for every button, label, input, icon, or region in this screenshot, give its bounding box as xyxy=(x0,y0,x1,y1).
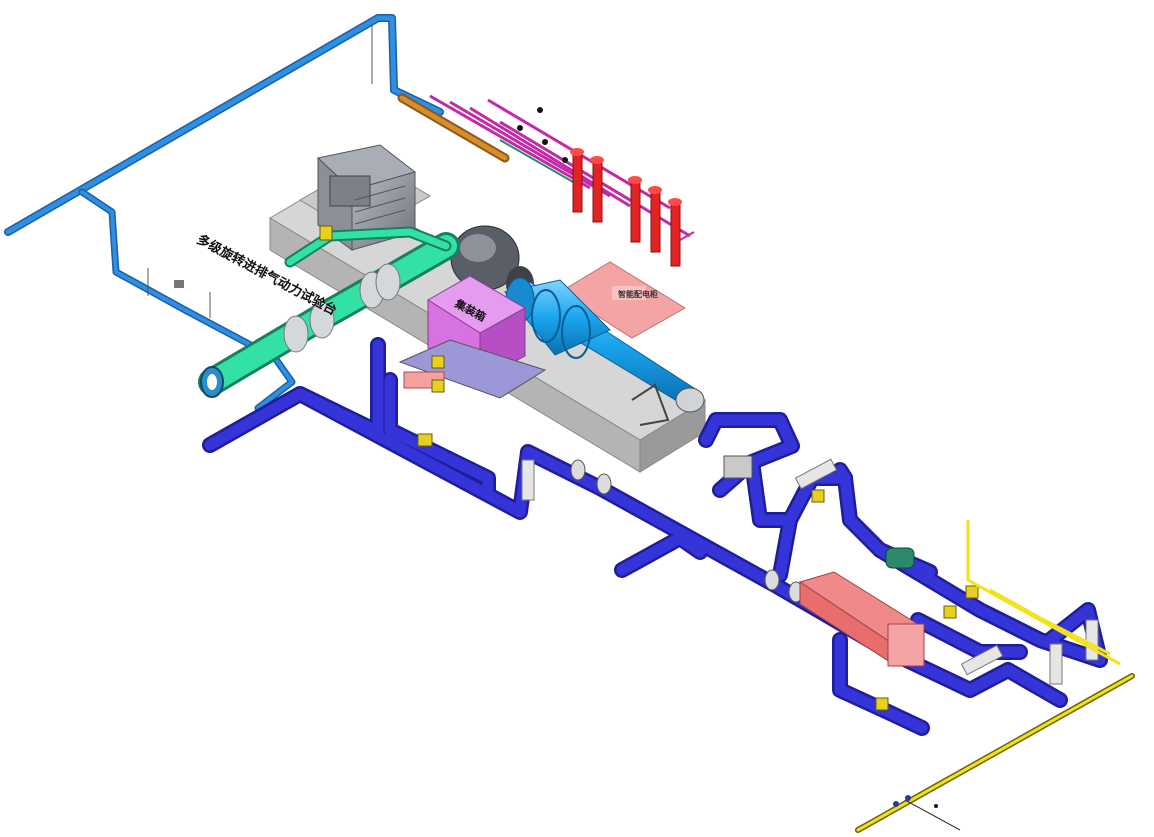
panel-label: 智能配电柜 xyxy=(618,289,658,299)
pink-platform: 智能配电柜 xyxy=(559,261,686,339)
green-intake-pipe xyxy=(198,225,460,398)
blue-exhaust-loop xyxy=(202,337,1108,736)
violet-chamber: 集装箱 xyxy=(398,275,547,399)
pink-heater xyxy=(798,571,926,667)
magenta-manifold xyxy=(397,93,691,238)
yellow-supply-line xyxy=(855,520,1135,833)
red-gas-cylinders xyxy=(570,148,695,267)
